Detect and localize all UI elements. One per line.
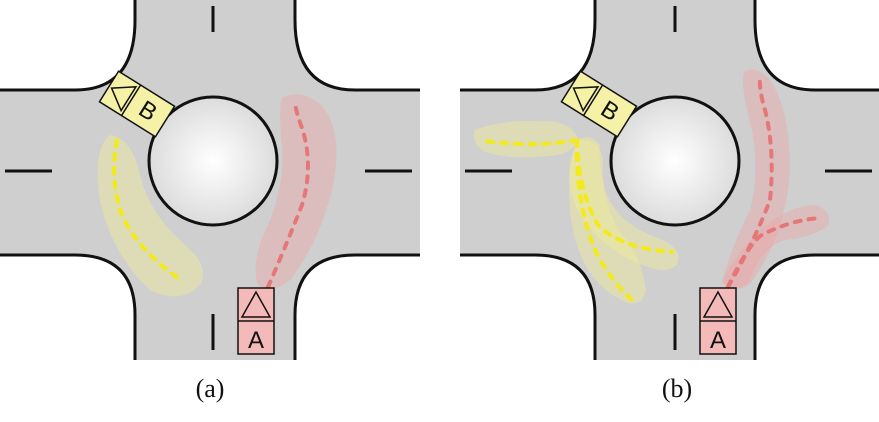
panel-b: A B (b) <box>460 0 879 422</box>
vehicle-a-path-right <box>726 216 822 289</box>
vehicle-b-prediction-zone <box>97 135 203 297</box>
vehicle-a-prediction-zone-up <box>722 69 790 290</box>
vehicle-a-prediction-zone-right <box>722 205 829 289</box>
vehicle-a: A <box>237 287 275 355</box>
vehicle-b-path-outer <box>574 138 634 302</box>
lane-markings <box>5 6 412 350</box>
caption-a: (a) <box>195 374 225 403</box>
vehicle-b: B <box>560 70 638 138</box>
caption-b: (b) <box>661 374 693 403</box>
vehicle-a-label: A <box>710 327 726 354</box>
vehicle-a-path <box>266 101 310 289</box>
arrow-left-icon <box>110 86 138 113</box>
arrow-up-icon <box>240 290 272 318</box>
panel-a: A B (a) <box>0 0 420 422</box>
lane-markings <box>465 6 872 350</box>
roundabout-island <box>609 95 741 227</box>
roundabout-island <box>147 95 279 227</box>
vehicle-a-label: A <box>248 327 264 354</box>
roundabout-diagram-a: A B <box>0 0 420 360</box>
road-edges <box>0 0 420 360</box>
roundabout-diagram-b: A B <box>460 0 879 360</box>
vehicle-b-path-left <box>478 138 579 147</box>
vehicle-b: B <box>98 70 176 138</box>
arrow-up-icon <box>702 290 734 318</box>
vehicle-a-prediction-zone <box>255 94 337 290</box>
vehicle-b-path <box>112 138 180 280</box>
vehicle-b-prediction-zone-outer <box>569 139 646 304</box>
vehicle-b-prediction-zone-inner <box>569 136 679 270</box>
arrow-left-icon <box>572 86 600 113</box>
vehicle-a: A <box>699 287 737 355</box>
vehicle-b-prediction-zone-left <box>473 121 578 158</box>
